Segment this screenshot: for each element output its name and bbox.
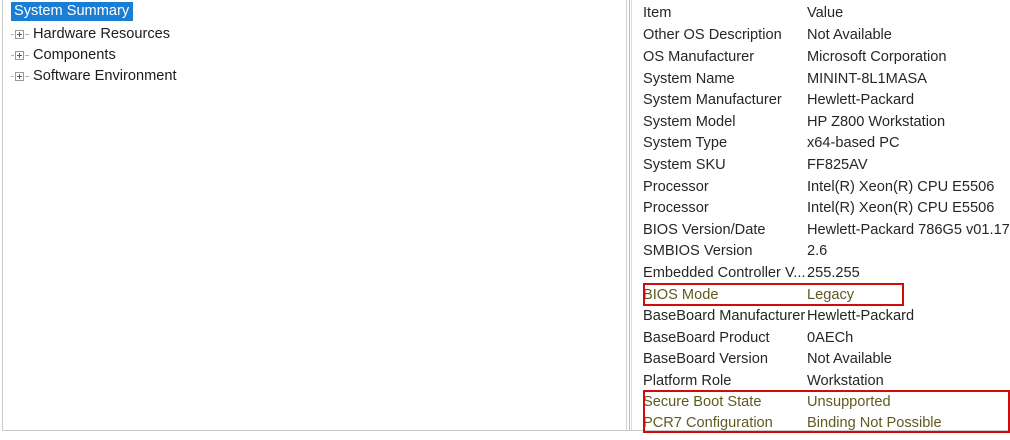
row-item-value: HP Z800 Workstation bbox=[807, 114, 946, 130]
splitter-line bbox=[629, 0, 630, 430]
row-item-value: Binding Not Possible bbox=[807, 415, 942, 430]
navigation-tree-panel[interactable]: System Summary Hardware Resources Compon… bbox=[3, 0, 626, 430]
row-item-value: Hewlett-Packard bbox=[807, 92, 915, 108]
table-row-secure-boot-state[interactable]: Secure Boot State Unsupported bbox=[632, 392, 1010, 413]
row-item-value: Legacy bbox=[807, 287, 855, 303]
table-row[interactable]: BIOS Version/Date Hewlett-Packard 786G5 … bbox=[632, 220, 1010, 241]
table-row-bios-mode[interactable]: BIOS Mode Legacy bbox=[632, 285, 1010, 306]
row-item-label: BaseBoard Manufacturer bbox=[643, 308, 806, 324]
table-row[interactable]: OS Manufacturer Microsoft Corporation bbox=[632, 47, 1010, 68]
table-row[interactable]: BaseBoard Version Not Available bbox=[632, 349, 1010, 370]
row-item-value: Hewlett-Packard 786G5 v01.17, 8/ bbox=[807, 222, 1010, 238]
table-row[interactable]: System SKU FF825AV bbox=[632, 155, 1010, 176]
row-item-label: Secure Boot State bbox=[643, 394, 762, 410]
tree-item-label: Software Environment bbox=[33, 68, 177, 84]
table-row[interactable]: System Name MININT-8L1MASA bbox=[632, 69, 1010, 90]
row-item-label: SMBIOS Version bbox=[643, 243, 753, 259]
row-item-label: Platform Role bbox=[643, 373, 732, 389]
table-row[interactable]: System Type x64-based PC bbox=[632, 133, 1010, 154]
table-row-pcr7-configuration[interactable]: PCR7 Configuration Binding Not Possible bbox=[632, 413, 1010, 430]
table-row[interactable]: Processor Intel(R) Xeon(R) CPU E5506 bbox=[632, 177, 1010, 198]
row-item-label: System Model bbox=[643, 114, 736, 130]
plus-box-icon[interactable] bbox=[11, 26, 30, 43]
row-item-value: Hewlett-Packard bbox=[807, 308, 915, 324]
row-item-value: Intel(R) Xeon(R) CPU E5506 bbox=[807, 200, 995, 216]
row-item-value: 2.6 bbox=[807, 243, 828, 259]
tree-item-label: Components bbox=[33, 47, 116, 63]
row-item-value: 255.255 bbox=[807, 265, 860, 281]
splitter-line bbox=[631, 0, 632, 430]
row-item-value: MININT-8L1MASA bbox=[807, 71, 928, 87]
window-left-border bbox=[2, 0, 3, 431]
tree-item-system-summary[interactable]: System Summary bbox=[11, 2, 134, 21]
row-item-label: Processor bbox=[643, 200, 709, 216]
row-item-value: x64-based PC bbox=[807, 135, 900, 151]
table-row[interactable]: Platform Role Workstation bbox=[632, 371, 1010, 392]
row-item-label: BaseBoard Version bbox=[643, 351, 768, 367]
panel-splitter[interactable] bbox=[626, 0, 632, 430]
table-row[interactable]: BaseBoard Manufacturer Hewlett-Packard bbox=[632, 306, 1010, 327]
table-row[interactable]: Other OS Description Not Available bbox=[632, 25, 1010, 46]
row-item-label: Embedded Controller V... bbox=[643, 265, 806, 281]
row-item-value: 0AECh bbox=[807, 330, 854, 346]
row-item-label: OS Manufacturer bbox=[643, 49, 755, 65]
row-item-label: PCR7 Configuration bbox=[643, 415, 773, 430]
tree-item-software-environment[interactable]: Software Environment bbox=[11, 67, 177, 86]
row-item-value: FF825AV bbox=[807, 157, 868, 173]
row-item-label: System Manufacturer bbox=[643, 92, 782, 108]
row-item-value: Intel(R) Xeon(R) CPU E5506 bbox=[807, 179, 995, 195]
row-item-value: Not Available bbox=[807, 351, 892, 367]
row-item-label: BaseBoard Product bbox=[643, 330, 770, 346]
table-row[interactable]: BaseBoard Product 0AECh bbox=[632, 328, 1010, 349]
table-row[interactable]: Embedded Controller V... 255.255 bbox=[632, 263, 1010, 284]
tree-item-components[interactable]: Components bbox=[11, 46, 116, 65]
column-header-item: Item bbox=[643, 5, 672, 21]
column-header-value: Value bbox=[807, 5, 844, 21]
table-row[interactable]: System Manufacturer Hewlett-Packard bbox=[632, 90, 1010, 111]
row-item-label: System Type bbox=[643, 135, 728, 151]
row-item-label: Other OS Description bbox=[643, 27, 782, 43]
table-row[interactable]: SMBIOS Version 2.6 bbox=[632, 241, 1010, 262]
system-summary-details-list[interactable]: Item Value Other OS Description Not Avai… bbox=[632, 0, 1010, 430]
details-column-header: Item Value bbox=[632, 3, 1010, 24]
row-item-value: Unsupported bbox=[807, 394, 891, 410]
row-item-label: BIOS Version/Date bbox=[643, 222, 766, 238]
tree-item-hardware-resources[interactable]: Hardware Resources bbox=[11, 25, 171, 44]
row-item-label: System Name bbox=[643, 71, 735, 87]
row-item-value: Not Available bbox=[807, 27, 892, 43]
row-item-value: Workstation bbox=[807, 373, 884, 389]
plus-box-icon[interactable] bbox=[11, 47, 30, 64]
row-item-label: System SKU bbox=[643, 157, 726, 173]
table-row[interactable]: Processor Intel(R) Xeon(R) CPU E5506 bbox=[632, 198, 1010, 219]
plus-box-icon[interactable] bbox=[11, 68, 30, 85]
table-row[interactable]: System Model HP Z800 Workstation bbox=[632, 112, 1010, 133]
row-item-label: BIOS Mode bbox=[643, 287, 719, 303]
row-item-label: Processor bbox=[643, 179, 709, 195]
tree-item-label: System Summary bbox=[14, 3, 130, 19]
tree-item-label: Hardware Resources bbox=[33, 26, 171, 42]
window-bottom-border bbox=[2, 430, 1008, 431]
splitter-line bbox=[626, 0, 627, 430]
row-item-value: Microsoft Corporation bbox=[807, 49, 947, 65]
